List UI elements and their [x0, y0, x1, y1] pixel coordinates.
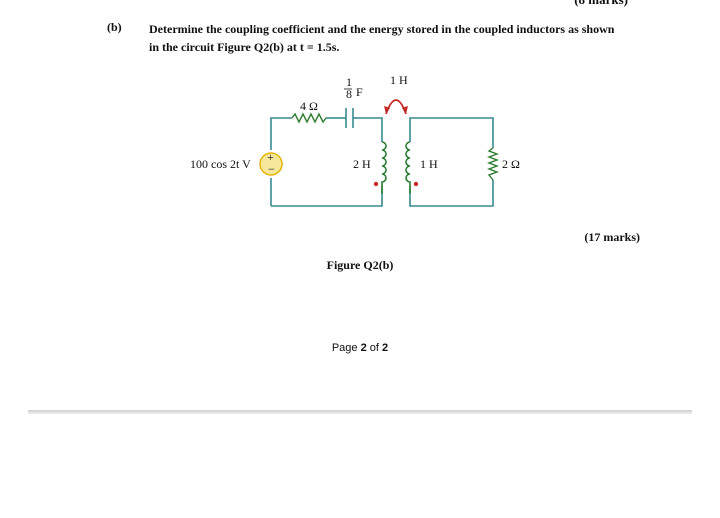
- page-number: Page 2 of 2: [0, 342, 720, 354]
- wire-right-top: [409, 117, 494, 148]
- wire-cap-coil: [358, 117, 383, 142]
- resistor1-label: 4 Ω: [300, 99, 318, 113]
- resistor-4ohm: [291, 112, 327, 124]
- page-current: 2: [360, 342, 367, 354]
- page-of: of: [366, 342, 383, 354]
- mutual-label: 1 H: [390, 73, 408, 87]
- figure-caption: Figure Q2(b): [326, 258, 394, 272]
- question-label: (b): [107, 20, 122, 34]
- viewer-background: [0, 414, 720, 518]
- wire-left-top: [270, 117, 292, 123]
- inductor2-label: 1 H: [420, 157, 438, 171]
- inductor1-label: 2 H: [353, 157, 371, 171]
- document-page: [28, 0, 692, 410]
- source-label: 100 cos 2t V: [190, 157, 251, 171]
- mutual-arrow-head-left: [384, 106, 390, 114]
- resistor-2ohm: [487, 147, 499, 181]
- page-prefix: Page: [331, 342, 361, 354]
- source-plus: +: [267, 150, 274, 164]
- inductor-2h: [381, 141, 387, 194]
- dot-marker-1: [373, 181, 379, 187]
- page-total: 2: [382, 342, 389, 354]
- wire-right-bottom: [409, 180, 494, 207]
- dot-marker-2: [413, 181, 419, 187]
- previous-marks: (8 marks): [574, 0, 628, 8]
- question-text: Determine the coupling coefficient and t…: [149, 22, 615, 54]
- capacitor-unit: F: [356, 85, 363, 99]
- inductor-1h: [405, 141, 411, 194]
- mutual-arrow-head-right: [402, 106, 408, 114]
- question-marks: (17 marks): [584, 230, 640, 244]
- capacitor-denominator: 8: [346, 87, 352, 101]
- source-minus: −: [268, 162, 275, 176]
- voltage-source: [259, 152, 283, 176]
- wire-left-bottom: [271, 186, 383, 207]
- resistor2-label: 2 Ω: [502, 157, 520, 171]
- circuit-diagram: 4 Ω 1 8 F 1 H 2 H 1 H 2 Ω + − 100 cos 2t…: [190, 73, 520, 207]
- mutual-arrow: [385, 99, 407, 115]
- page-edge-shadow: [28, 410, 692, 414]
- capacitor-numerator: 1: [346, 75, 352, 89]
